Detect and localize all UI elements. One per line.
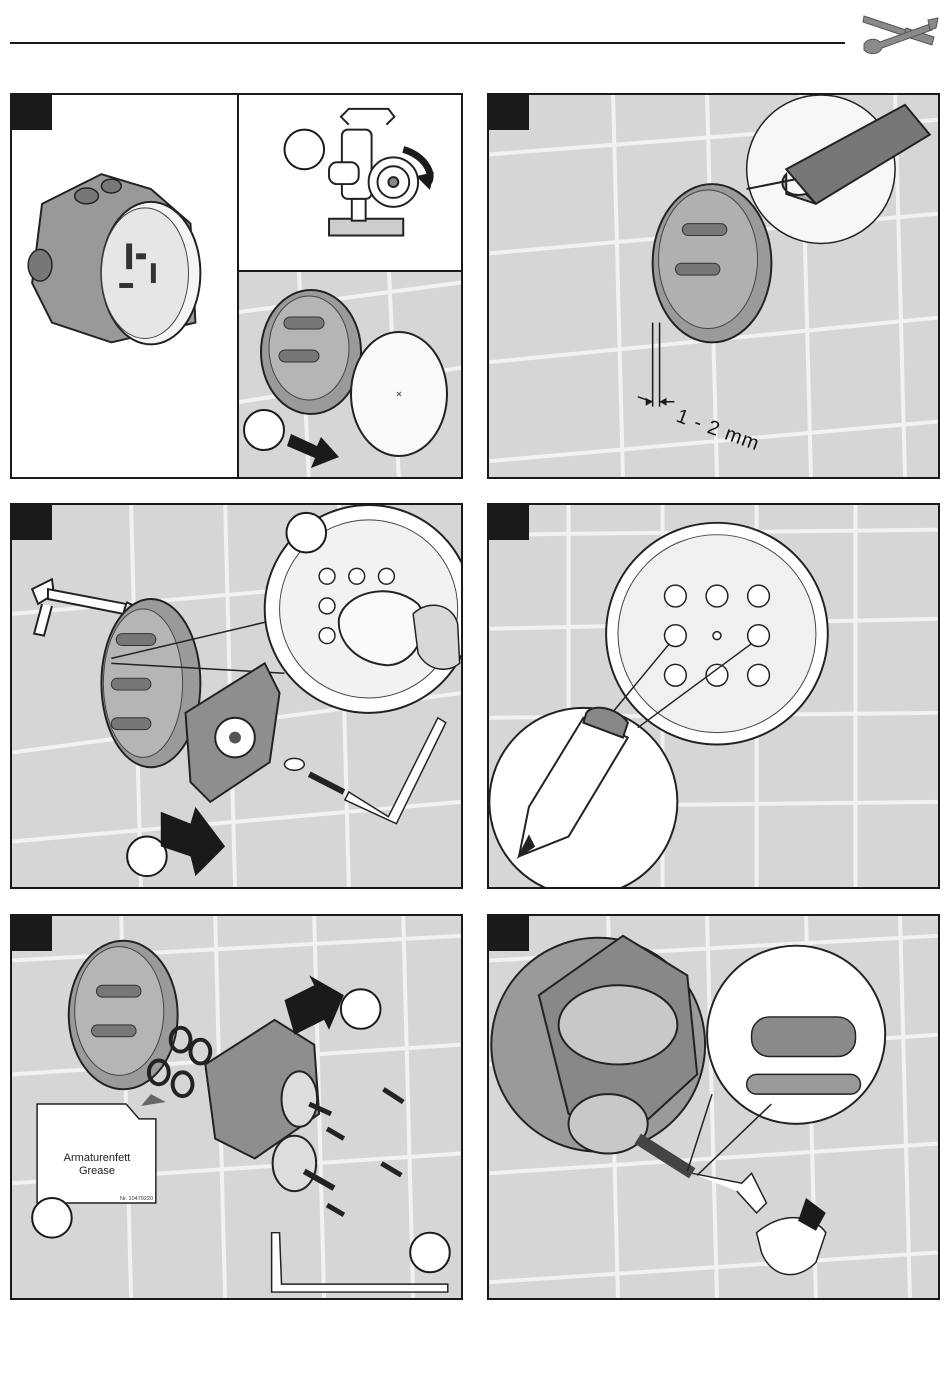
step-4-panel bbox=[487, 503, 940, 889]
step-6-panel bbox=[487, 914, 940, 1300]
step-5-panel: Armaturenfett Grease Nr. 10479220 bbox=[10, 914, 463, 1300]
threaded-extension-icon bbox=[489, 916, 938, 1298]
header-rule bbox=[10, 42, 845, 44]
wrench-screwdriver-icon bbox=[858, 10, 940, 56]
allen-key-icon bbox=[12, 916, 461, 1298]
cover-removal-subpanel bbox=[239, 272, 463, 479]
protective-cover-removal-icon bbox=[239, 272, 463, 479]
step-2-panel: 1 - 2 mm bbox=[487, 93, 940, 479]
step-1-panel bbox=[10, 93, 463, 479]
step-3-panel bbox=[10, 503, 463, 889]
pencil-marking-icon bbox=[489, 505, 938, 887]
allen-key-icon bbox=[12, 505, 461, 887]
